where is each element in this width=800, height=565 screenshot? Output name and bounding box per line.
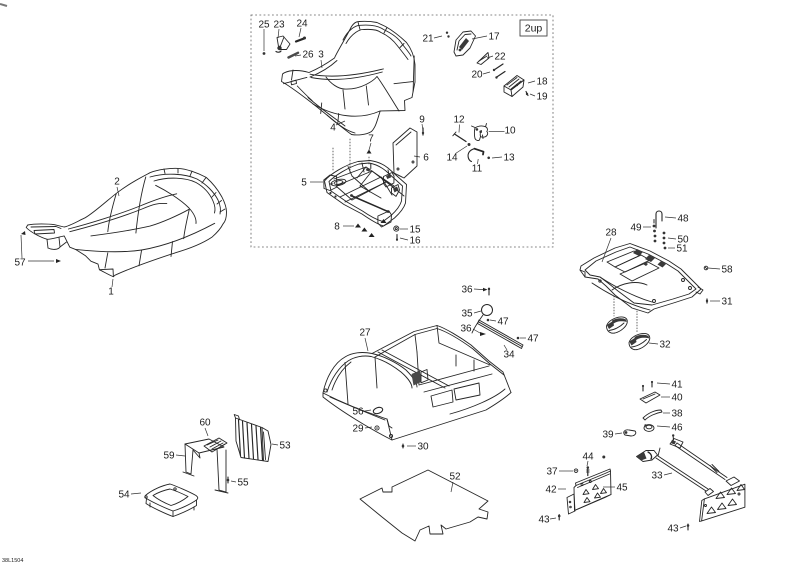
svg-text:56: 56	[352, 407, 364, 418]
svg-text:23: 23	[273, 20, 285, 31]
svg-text:12: 12	[453, 115, 465, 126]
svg-text:31: 31	[721, 297, 733, 308]
svg-text:37: 37	[546, 467, 558, 478]
svg-text:40: 40	[671, 393, 683, 404]
svg-text:35: 35	[461, 309, 473, 320]
svg-text:1: 1	[108, 287, 114, 298]
svg-text:54: 54	[118, 490, 130, 501]
svg-text:39: 39	[602, 430, 614, 441]
svg-text:57: 57	[14, 258, 26, 269]
svg-text:52: 52	[449, 472, 461, 483]
svg-text:53: 53	[279, 441, 291, 452]
svg-text:25: 25	[258, 20, 270, 31]
svg-text:2: 2	[114, 177, 120, 188]
svg-text:29: 29	[352, 424, 364, 435]
svg-text:26: 26	[302, 50, 314, 61]
svg-text:43: 43	[538, 515, 550, 526]
svg-text:49: 49	[630, 223, 642, 234]
svg-text:38: 38	[671, 409, 683, 420]
svg-text:45: 45	[616, 483, 628, 494]
svg-text:4: 4	[330, 123, 336, 134]
svg-text:58: 58	[721, 265, 733, 276]
svg-text:33: 33	[651, 471, 663, 482]
svg-text:36: 36	[460, 324, 472, 335]
svg-text:47: 47	[497, 317, 509, 328]
svg-text:2up: 2up	[525, 23, 543, 35]
svg-text:15: 15	[409, 225, 421, 236]
svg-text:24: 24	[296, 19, 308, 30]
svg-text:21: 21	[422, 34, 434, 45]
svg-text:6: 6	[423, 153, 429, 164]
svg-text:3: 3	[318, 50, 324, 61]
svg-text:20: 20	[471, 70, 483, 81]
svg-text:7: 7	[368, 134, 374, 145]
svg-text:60: 60	[199, 418, 211, 429]
svg-text:59: 59	[163, 451, 175, 462]
svg-text:9: 9	[419, 115, 425, 126]
svg-text:30: 30	[417, 442, 429, 453]
svg-text:41: 41	[671, 380, 683, 391]
svg-text:55: 55	[237, 478, 249, 489]
svg-text:28: 28	[605, 228, 617, 239]
svg-text:18: 18	[536, 77, 548, 88]
svg-text:43: 43	[667, 524, 679, 535]
svg-text:50: 50	[677, 235, 689, 246]
svg-text:38L1504: 38L1504	[2, 558, 23, 564]
svg-text:32: 32	[659, 340, 671, 351]
svg-text:51: 51	[676, 244, 688, 255]
svg-text:19: 19	[536, 92, 548, 103]
svg-text:34: 34	[503, 350, 515, 361]
svg-text:8: 8	[334, 222, 340, 233]
svg-text:47: 47	[527, 334, 539, 345]
svg-text:46: 46	[671, 423, 683, 434]
svg-text:16: 16	[409, 236, 421, 247]
svg-text:44: 44	[582, 452, 594, 463]
svg-text:48: 48	[677, 214, 689, 225]
svg-text:5: 5	[301, 178, 307, 189]
svg-text:27: 27	[359, 328, 371, 339]
svg-text:36: 36	[461, 285, 473, 296]
svg-text:11: 11	[472, 164, 483, 175]
svg-text:42: 42	[545, 485, 557, 496]
svg-text:22: 22	[494, 52, 506, 63]
svg-text:17: 17	[488, 32, 500, 43]
svg-text:14: 14	[446, 153, 458, 164]
svg-text:10: 10	[504, 126, 516, 137]
svg-text:13: 13	[503, 153, 515, 164]
